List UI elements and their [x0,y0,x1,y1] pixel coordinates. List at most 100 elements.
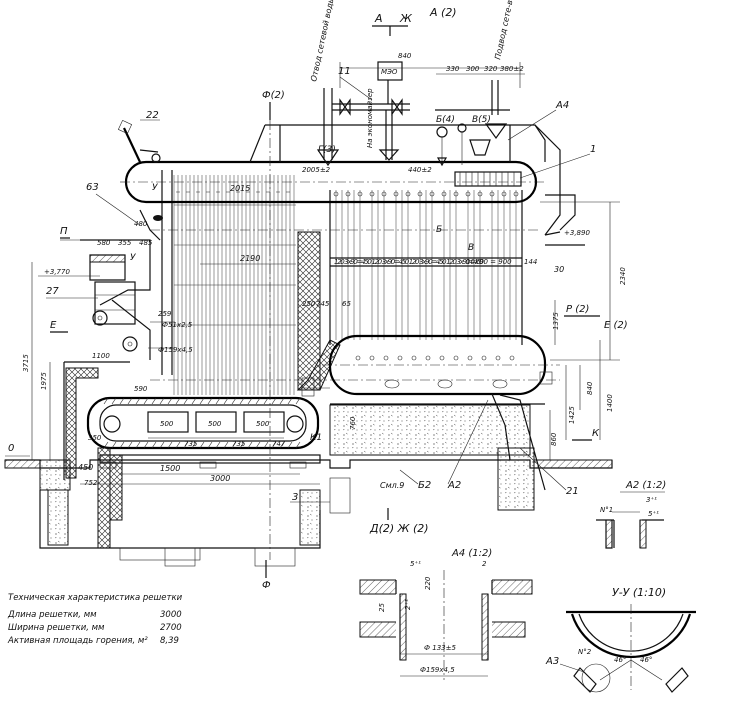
mark-g3: Г(3) [318,145,336,155]
discharge-chute [329,477,351,514]
detail-uu-nozzle-left [573,667,597,693]
dim-1400: 1400 [606,394,614,412]
front-wall-lining [65,367,99,479]
mio-label: МЭО [381,68,398,76]
coal-hopper [94,281,136,325]
motor-actuator [377,61,403,81]
right-dimensions: 2340 1375 840 1400 1425 860 [540,201,627,460]
spec-title: Техническая характеристика решетки [8,593,183,603]
lower-drum: 760 [300,334,560,491]
dim-500-b: 500 [208,420,222,428]
ash-pit-wall-right [299,489,321,546]
dim-480: 480 [134,220,148,228]
callout-a2: А2 [447,480,461,491]
dim-860: 860 [550,432,558,446]
drain-valve [539,371,553,385]
spec-row-value-area: 8,39 [160,636,179,646]
detail-a4-d133: Ф 133±5 [424,644,456,652]
dim-840: 840 [398,52,412,60]
dim-580: 580 [97,239,111,247]
dim-735-b: 735 [232,440,246,448]
dim-760: 760 [349,416,357,430]
dim-747: 747 [272,440,286,448]
foundation-block-mid [329,404,531,456]
dim-65: 65 [342,300,351,308]
detail-a4-s2: 2 [482,560,487,568]
detail-a4-s5: 5⁺¹ [410,560,421,568]
dim-440: 440±2 [408,166,432,174]
detail-a4: А4 (1:2) 5⁺¹ 2 Ф 133±5 Ф159х4,5 25 220 2… [359,548,533,680]
gate-valve-2 [391,98,403,116]
callout-b2: Б2 [418,480,431,491]
inlet-note: Подвод сете-вой воды [493,0,521,60]
top-piping: МЭО 840 330 300 320 380±2 Отвод сетевой … [309,0,525,167]
dim-500-a: 500 [160,420,174,428]
detail-a4-s220: 220 [424,576,432,590]
mark-u-top: У [152,183,158,193]
ash-pit-wall-left [47,489,69,546]
dim-355: 355 [118,239,132,247]
mark-v: В [468,243,474,253]
detail-uu-drum-arc [570,613,692,659]
dim-500-c: 500 [256,420,270,428]
outlet-note: Отвод сетевой воды [309,0,336,82]
detail-a2-s5: 5⁺¹ [648,510,659,518]
dim-2190: 2190 [240,254,260,263]
detail-a4-d159: Ф159х4,5 [420,666,455,674]
detail-uu-angle-right: 46° [640,656,652,664]
section-d-zh: Д(2) Ж (2) [369,522,429,535]
dim-350: 350 [88,434,102,442]
dim-3000: 3000 [210,474,230,483]
spec-row-label-width: Ширина решетки, мм [8,623,105,633]
dim-144: 144 [524,258,537,266]
dim-tube-pitch-total: 10х90 = 900 [466,258,512,266]
section-e: Е [50,320,57,331]
callout-11: 11 [338,66,351,77]
smp-label: Смл.9 [380,481,404,490]
detail-a4-s25: 25 [378,603,386,612]
grate-zone-3 [243,411,285,433]
sheet-a2: А (2) [429,6,457,19]
upper-drum: 2015 2005±2 440±2 У +3,890 [120,124,590,246]
callout-22: 22 [146,110,159,121]
spec-row-label-length: Длина решетки, мм [7,610,97,620]
mark-b: Б [436,225,442,235]
dim-840b: 840 [586,381,594,395]
callout-3: 3 [292,492,298,503]
callout-a4: А4 [555,100,569,111]
chain-grate: 500 500 500 735 735 747 К1 1500 3000 752… [80,385,322,487]
dim-1975: 1975 [40,372,48,390]
dim-2340: 2340 [619,267,627,285]
detail-a4-s2x: 2⁺¹ [404,599,412,610]
mark-k1: К1 [310,433,322,443]
dim-plus-3890: +3,890 [564,229,590,237]
mark-u-left: У [130,253,136,263]
safety-valve-lever [123,127,141,163]
grate-zone-2 [195,411,237,433]
dim-250: 250 [302,300,316,308]
callout-1: 1 [590,144,596,155]
front-feeder: 580 355 485 480 +3,770 259 Ф51х2,5 Ф159х… [38,119,193,360]
detail-uu-n2: N°2 [578,648,592,656]
grate-spec-table: Техническая характеристика решетки Длина… [7,593,183,646]
manhole-mark [153,215,163,221]
callout-27: 27 [46,286,59,297]
dim-450: 450 [78,463,93,472]
gate-valve-1 [339,98,351,116]
grate-chain-links [103,397,301,449]
dim-330: 330 [446,65,460,73]
detail-uu-title: У-У (1:10) [612,586,666,599]
spec-row-label-area: Активная площадь горения, м² [7,636,148,646]
section-f-bottom: Ф [262,580,271,591]
detail-uu: У-У (1:10) А3 N°2 46° 46° [545,586,696,693]
grate-chain-outline [86,396,320,450]
section-a: А [374,12,383,25]
detail-a2-n1: N°1 [600,506,613,514]
dim-380: 380±2 [500,65,524,73]
foundation: 0 [4,404,613,567]
section-p: П [60,226,68,237]
dim-300: 300 [466,65,480,73]
drive-sprocket [92,310,108,326]
